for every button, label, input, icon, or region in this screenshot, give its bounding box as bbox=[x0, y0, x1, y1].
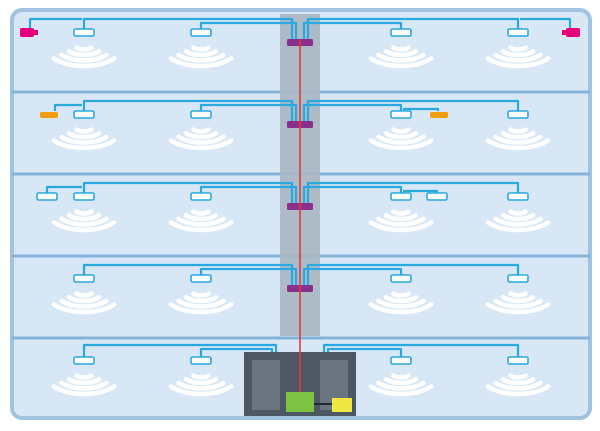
access-point-icon bbox=[36, 192, 58, 201]
cable bbox=[199, 103, 298, 124]
wifi-coverage-icon bbox=[51, 209, 117, 233]
cable bbox=[302, 267, 403, 288]
cable bbox=[199, 185, 298, 206]
access-point-icon bbox=[390, 110, 412, 119]
security-camera-icon bbox=[20, 28, 34, 37]
access-point-icon bbox=[73, 28, 95, 37]
access-point-icon bbox=[190, 110, 212, 119]
wifi-coverage-icon bbox=[485, 373, 551, 397]
wifi-coverage-icon bbox=[168, 127, 234, 151]
cable bbox=[302, 21, 403, 42]
wifi-coverage-icon bbox=[168, 45, 234, 69]
cable bbox=[302, 103, 403, 124]
cable bbox=[28, 17, 82, 29]
access-point-icon bbox=[73, 356, 95, 365]
wifi-coverage-icon bbox=[485, 127, 551, 151]
wifi-coverage-icon bbox=[168, 209, 234, 233]
access-point-icon bbox=[390, 356, 412, 365]
cable bbox=[199, 267, 298, 288]
cable bbox=[82, 263, 294, 288]
access-point-icon bbox=[507, 192, 529, 201]
wifi-coverage-icon bbox=[368, 291, 434, 315]
wifi-coverage-icon bbox=[51, 127, 117, 151]
wifi-coverage-icon bbox=[368, 209, 434, 233]
cable bbox=[306, 181, 520, 206]
access-point-icon bbox=[426, 192, 448, 201]
wifi-coverage-icon bbox=[368, 127, 434, 151]
security-camera-icon bbox=[566, 28, 580, 37]
access-point-icon bbox=[190, 356, 212, 365]
devices-layer bbox=[20, 28, 580, 365]
cabling-layer bbox=[28, 17, 572, 392]
access-point-icon bbox=[507, 274, 529, 283]
cable bbox=[45, 185, 82, 193]
cable bbox=[82, 181, 294, 206]
access-point-icon bbox=[390, 274, 412, 283]
access-point-icon bbox=[507, 110, 529, 119]
wifi-coverage-icon bbox=[51, 291, 117, 315]
access-point-icon bbox=[507, 356, 529, 365]
wifi-coverage-icon bbox=[168, 373, 234, 397]
wifi-coverage-icon bbox=[168, 291, 234, 315]
access-point-icon bbox=[507, 28, 529, 37]
equipment-rack bbox=[252, 360, 280, 410]
cable bbox=[82, 99, 294, 124]
cable bbox=[199, 21, 298, 42]
cable bbox=[403, 107, 440, 111]
access-point-icon bbox=[190, 192, 212, 201]
access-point-icon bbox=[390, 28, 412, 37]
cable bbox=[306, 99, 520, 124]
wifi-coverage-icon bbox=[368, 45, 434, 69]
security-camera-icon bbox=[34, 30, 38, 35]
security-camera-icon bbox=[562, 30, 566, 35]
access-point-icon bbox=[73, 192, 95, 201]
cable bbox=[520, 17, 572, 29]
cable bbox=[302, 185, 403, 206]
access-point-icon bbox=[390, 192, 412, 201]
wifi-coverage-icon bbox=[51, 45, 117, 69]
wifi-coverage-icon bbox=[485, 209, 551, 233]
access-point-icon bbox=[190, 274, 212, 283]
cable bbox=[306, 17, 520, 42]
cable bbox=[53, 103, 82, 111]
wifi-coverage-icon bbox=[485, 45, 551, 69]
access-point-icon bbox=[73, 274, 95, 283]
access-point-icon bbox=[73, 110, 95, 119]
wifi-coverage-icon bbox=[368, 373, 434, 397]
core-switch-icon bbox=[286, 392, 314, 412]
iot-sensor-icon bbox=[430, 112, 448, 118]
cable bbox=[82, 17, 294, 42]
wifi-coverage-icon bbox=[485, 291, 551, 315]
iot-sensor-icon bbox=[40, 112, 58, 118]
access-point-icon bbox=[190, 28, 212, 37]
coverage-waves-layer bbox=[51, 45, 551, 397]
cable bbox=[306, 263, 520, 288]
network-device-icon bbox=[332, 398, 352, 412]
wifi-coverage-icon bbox=[51, 373, 117, 397]
